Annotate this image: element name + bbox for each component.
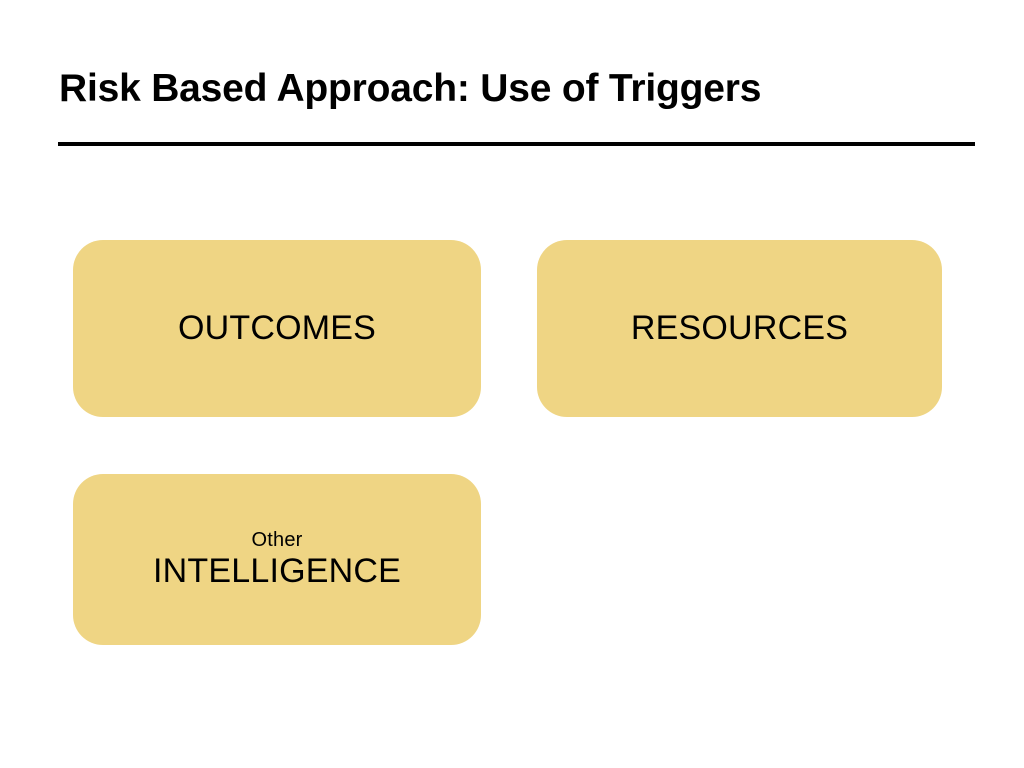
box-resources[interactable]: RESOURCES [537,240,942,417]
page-title: Risk Based Approach: Use of Triggers [59,67,762,110]
box-intelligence-label: INTELLIGENCE [152,552,402,591]
title-divider [58,142,975,146]
box-resources-label: RESOURCES [630,309,849,348]
box-outcomes-label: OUTCOMES [177,309,377,348]
box-intelligence-sublabel: Other [251,529,303,552]
box-intelligence[interactable]: Other INTELLIGENCE [73,474,481,645]
box-outcomes[interactable]: OUTCOMES [73,240,481,417]
box-intelligence-label-stack: Other INTELLIGENCE [153,529,401,589]
